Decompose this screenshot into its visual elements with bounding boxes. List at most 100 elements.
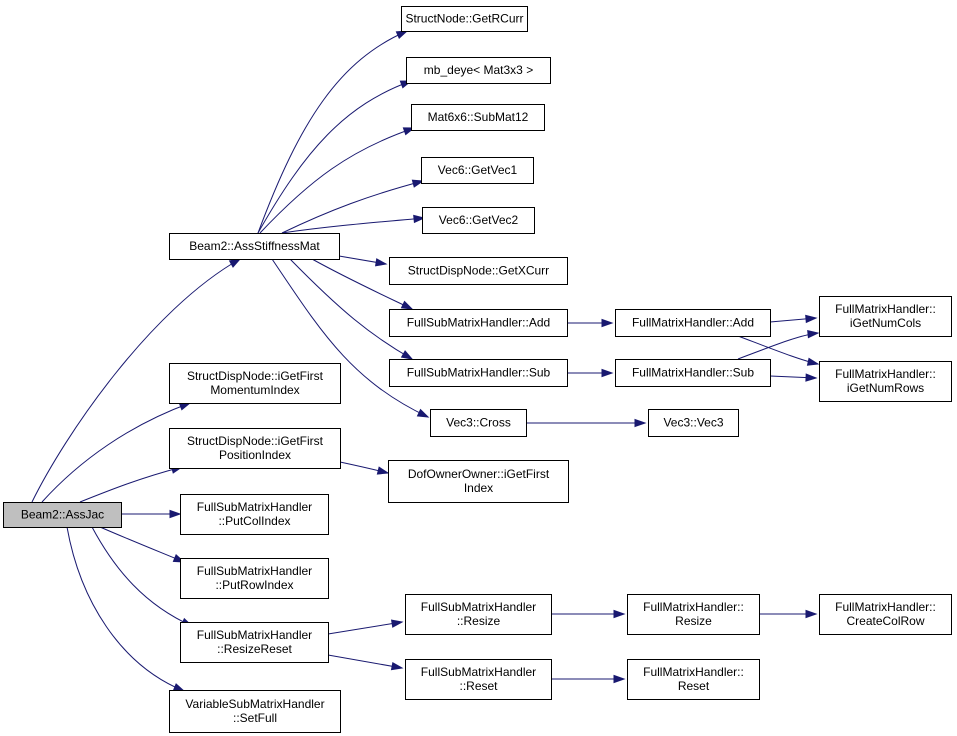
- function-node[interactable]: FullMatrixHandler::iGetNumCols: [819, 296, 952, 337]
- node-label: FullSubMatrixHandler::Add: [407, 316, 550, 330]
- function-node[interactable]: FullMatrixHandler::iGetNumRows: [819, 361, 952, 402]
- node-box: [169, 363, 341, 404]
- node-label: StructNode::GetRCurr: [405, 12, 523, 26]
- arrowhead-icon: [400, 350, 414, 360]
- node-label: ::Resize: [457, 614, 501, 628]
- arrowhead-icon: [395, 30, 409, 40]
- node-box: [406, 57, 551, 84]
- function-node[interactable]: FullMatrixHandler::Reset: [627, 659, 760, 700]
- function-node[interactable]: StructNode::GetRCurr: [401, 6, 528, 32]
- node-label: StructDispNode::iGetFirst: [187, 434, 324, 448]
- node-label: FullMatrixHandler::Sub: [632, 366, 754, 380]
- node-box: [648, 409, 739, 437]
- function-node[interactable]: FullSubMatrixHandler::Reset: [405, 659, 552, 700]
- call-edge: [327, 619, 404, 635]
- node-box: [819, 361, 952, 402]
- call-edge: [338, 255, 388, 267]
- function-node[interactable]: FullMatrixHandler::CreateColRow: [819, 594, 952, 635]
- function-node[interactable]: Mat6x6::SubMat12: [411, 104, 545, 131]
- function-node[interactable]: Vec6::GetVec2: [422, 207, 535, 234]
- edge-line: [31, 258, 241, 503]
- root-function-node[interactable]: Beam2::AssJac: [3, 502, 122, 528]
- call-edge: [737, 335, 820, 366]
- function-node[interactable]: FullSubMatrixHandler::ResizeReset: [180, 622, 329, 663]
- call-edge: [281, 179, 425, 234]
- arrowhead-icon: [411, 179, 425, 188]
- node-box: [405, 659, 552, 700]
- node-box: [422, 207, 535, 234]
- nodes-layer: Beam2::AssJacBeam2::AssStiffnessMatStruc…: [3, 6, 952, 733]
- arrowhead-icon: [634, 418, 647, 428]
- edge-line: [327, 621, 403, 635]
- function-node[interactable]: FullSubMatrixHandler::PutColIndex: [180, 494, 329, 535]
- node-label: CreateColRow: [846, 614, 924, 628]
- call-edge: [551, 609, 626, 619]
- node-label: Index: [464, 481, 493, 495]
- node-label: ::SetFull: [233, 711, 277, 725]
- call-edge: [327, 654, 404, 671]
- call-edge: [66, 526, 186, 692]
- node-label: Vec3::Cross: [446, 416, 511, 430]
- node-label: Beam2::AssJac: [21, 508, 104, 522]
- arrowhead-icon: [390, 662, 404, 671]
- function-node[interactable]: Beam2::AssStiffnessMat: [169, 233, 340, 260]
- node-label: FullMatrixHandler::: [835, 302, 936, 316]
- node-box: [389, 257, 568, 285]
- arrowhead-icon: [178, 402, 192, 411]
- edge-line: [327, 654, 403, 669]
- function-node[interactable]: FullMatrixHandler::Add: [615, 309, 771, 337]
- function-node[interactable]: FullSubMatrixHandler::PutRowIndex: [180, 558, 329, 599]
- node-box: [627, 594, 760, 635]
- node-label: StructDispNode::GetXCurr: [408, 264, 549, 278]
- function-node[interactable]: mb_deye< Mat3x3 >: [406, 57, 551, 84]
- node-label: MomentumIndex: [210, 383, 299, 397]
- edge-line: [99, 526, 185, 563]
- function-node[interactable]: FullSubMatrixHandler::Resize: [405, 594, 552, 635]
- node-box: [411, 104, 545, 131]
- arrowhead-icon: [169, 509, 182, 519]
- function-node[interactable]: VariableSubMatrixHandler::SetFull: [169, 690, 341, 733]
- edge-line: [91, 526, 193, 627]
- node-label: DofOwnerOwner::iGetFirst: [408, 467, 550, 481]
- edge-line: [257, 30, 408, 234]
- node-box: [615, 359, 771, 387]
- edge-line: [289, 258, 413, 360]
- arrowhead-icon: [376, 466, 390, 475]
- node-label: Reset: [678, 679, 710, 693]
- arrowhead-icon: [805, 373, 818, 382]
- arrowhead-icon: [601, 368, 614, 378]
- function-node[interactable]: FullSubMatrixHandler::Sub: [389, 359, 568, 387]
- call-edge: [737, 329, 820, 360]
- arrowhead-icon: [390, 619, 404, 628]
- node-label: Vec3::Vec3: [663, 416, 723, 430]
- node-label: Vec6::GetVec1: [438, 163, 518, 177]
- node-box: [819, 296, 952, 337]
- node-box: [405, 594, 552, 635]
- function-node[interactable]: Vec3::Vec3: [648, 409, 739, 437]
- call-edge: [551, 674, 626, 684]
- function-node[interactable]: FullSubMatrixHandler::Add: [389, 309, 568, 337]
- call-edge: [526, 418, 647, 428]
- node-box: [180, 494, 329, 535]
- call-edge: [271, 258, 430, 418]
- function-node[interactable]: FullMatrixHandler::Sub: [615, 359, 771, 387]
- node-label: FullSubMatrixHandler: [197, 564, 312, 578]
- function-node[interactable]: Vec3::Cross: [430, 409, 527, 437]
- node-box: [627, 659, 760, 700]
- node-label: StructDispNode::iGetFirst: [187, 369, 324, 383]
- call-edge: [769, 373, 818, 382]
- arrowhead-icon: [413, 214, 426, 224]
- arrowhead-icon: [601, 318, 614, 328]
- node-label: FullMatrixHandler::Add: [632, 316, 754, 330]
- function-node[interactable]: Vec6::GetVec1: [421, 157, 534, 184]
- function-node[interactable]: FullMatrixHandler::Resize: [627, 594, 760, 635]
- node-box: [421, 157, 534, 184]
- node-label: FullSubMatrixHandler: [421, 600, 536, 614]
- function-node[interactable]: StructDispNode::GetXCurr: [389, 257, 568, 285]
- node-label: ::ResizeReset: [217, 642, 292, 656]
- arrowhead-icon: [807, 329, 820, 339]
